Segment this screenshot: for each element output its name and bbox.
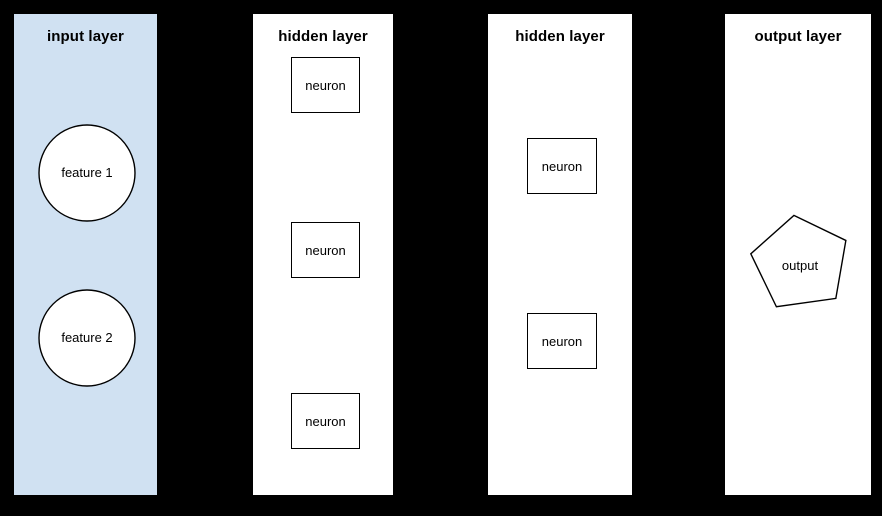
layer-title-hidden-layer-2: hidden layer: [515, 28, 605, 45]
layer-title-output-layer: output layer: [754, 28, 842, 45]
hidden1-neuron-3[interactable]: neuron: [291, 393, 360, 449]
layer-panel-hidden-layer-2: hidden layer: [487, 13, 633, 496]
hidden2-neuron-2[interactable]: neuron: [527, 313, 597, 369]
layer-title-input-layer: input layer: [47, 28, 124, 45]
hidden1-neuron-1[interactable]: neuron: [291, 57, 360, 113]
input-node-feature-1[interactable]: [38, 124, 136, 222]
input-node-feature-2[interactable]: [38, 289, 136, 387]
hidden2-neuron-1[interactable]: neuron: [527, 138, 597, 194]
output-node-pentagon[interactable]: [746, 209, 853, 310]
layer-title-hidden-layer-1: hidden layer: [278, 28, 368, 45]
hidden1-neuron-2[interactable]: neuron: [291, 222, 360, 278]
layer-panel-input-layer: input layer: [13, 13, 158, 496]
